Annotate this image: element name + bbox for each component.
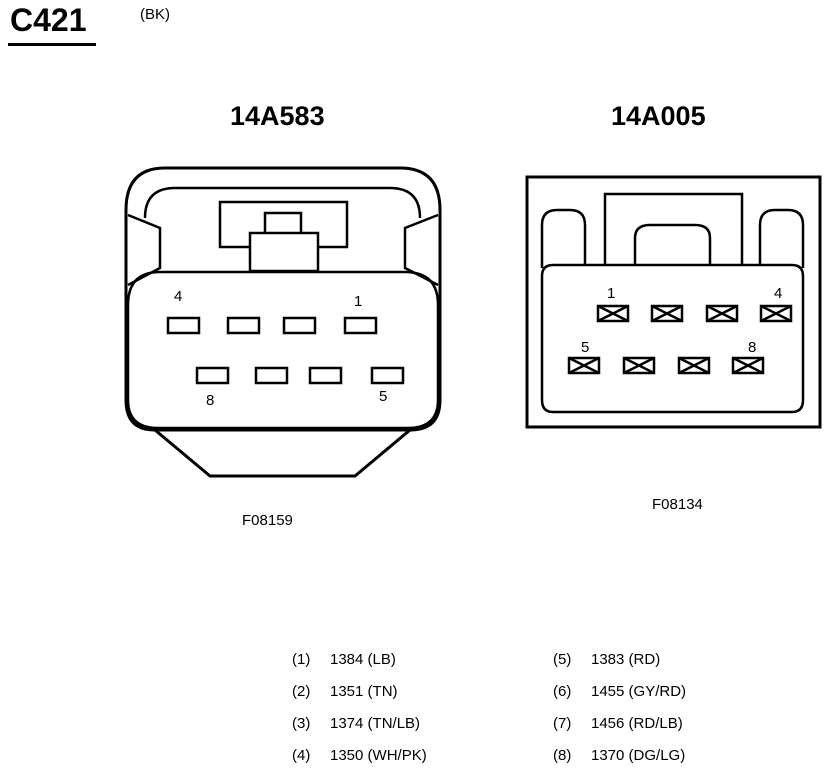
pin-description: 1384 (LB) <box>330 651 396 668</box>
right-pin-label: 1 <box>607 285 615 302</box>
pin-row: (6) 1455 (GY/RD) <box>553 683 686 700</box>
pin-row: (1) 1384 (LB) <box>292 651 396 668</box>
pin-row: (5) 1383 (RD) <box>553 651 660 668</box>
left-cavity <box>343 316 378 335</box>
pin-row: (7) 1456 (RD/LB) <box>553 715 683 732</box>
right-terminal <box>705 304 739 323</box>
pin-description: 1350 (WH/PK) <box>330 747 427 764</box>
right-pin-label: 5 <box>581 339 589 356</box>
right-terminal <box>650 304 684 323</box>
pin-description: 1455 (GY/RD) <box>591 683 687 700</box>
pin-number: (7) <box>553 715 572 732</box>
left-cavity <box>226 316 261 335</box>
right-terminal <box>596 304 630 323</box>
pin-number: (2) <box>292 683 311 700</box>
pin-row: (8) 1370 (DG/LG) <box>553 747 685 764</box>
right-terminal <box>622 356 656 375</box>
connector-id-underline <box>8 43 96 46</box>
left-cavity <box>166 316 201 335</box>
left-pin-label: 8 <box>206 392 214 409</box>
left-figure-code: F08159 <box>242 512 293 529</box>
pin-row: (3) 1374 (TN/LB) <box>292 715 420 732</box>
right-pin-label: 4 <box>774 285 782 302</box>
pin-number: (5) <box>553 651 572 668</box>
pin-description: 1374 (TN/LB) <box>330 715 421 732</box>
left-cavity <box>282 316 317 335</box>
pin-description: 1351 (TN) <box>330 683 398 700</box>
left-pin-label: 5 <box>379 388 387 405</box>
pin-number: (3) <box>292 715 311 732</box>
right-pin-terminals <box>567 304 793 375</box>
right-part-number: 14A005 <box>611 101 706 131</box>
left-pin-label: 4 <box>174 288 182 305</box>
right-connector-body <box>525 175 822 429</box>
left-cavity <box>370 366 405 385</box>
pin-number: (1) <box>292 651 311 668</box>
right-figure-code: F08134 <box>652 496 703 513</box>
left-cavity <box>195 366 230 385</box>
left-cavity <box>308 366 343 385</box>
pin-description: 1456 (RD/LB) <box>591 715 683 732</box>
right-pin-label: 8 <box>748 339 756 356</box>
left-connector-body <box>124 166 442 478</box>
right-terminal <box>677 356 711 375</box>
pin-row: (2) 1351 (TN) <box>292 683 398 700</box>
pin-description: 1370 (DG/LG) <box>591 747 686 764</box>
pin-description: 1383 (RD) <box>591 651 661 668</box>
left-part-number: 14A583 <box>230 101 325 131</box>
left-cavity <box>254 366 289 385</box>
pin-number: (6) <box>553 683 572 700</box>
connector-id: C421 <box>10 2 87 38</box>
connector-color-code: (BK) <box>140 6 170 23</box>
left-pin-label: 1 <box>354 293 362 310</box>
pin-row: (4) 1350 (WH/PK) <box>292 747 427 764</box>
right-terminal <box>731 356 765 375</box>
right-terminal <box>759 304 793 323</box>
pin-number: (8) <box>553 747 572 764</box>
pin-number: (4) <box>292 747 311 764</box>
left-pin-cavities <box>166 316 405 385</box>
right-terminal <box>567 356 601 375</box>
